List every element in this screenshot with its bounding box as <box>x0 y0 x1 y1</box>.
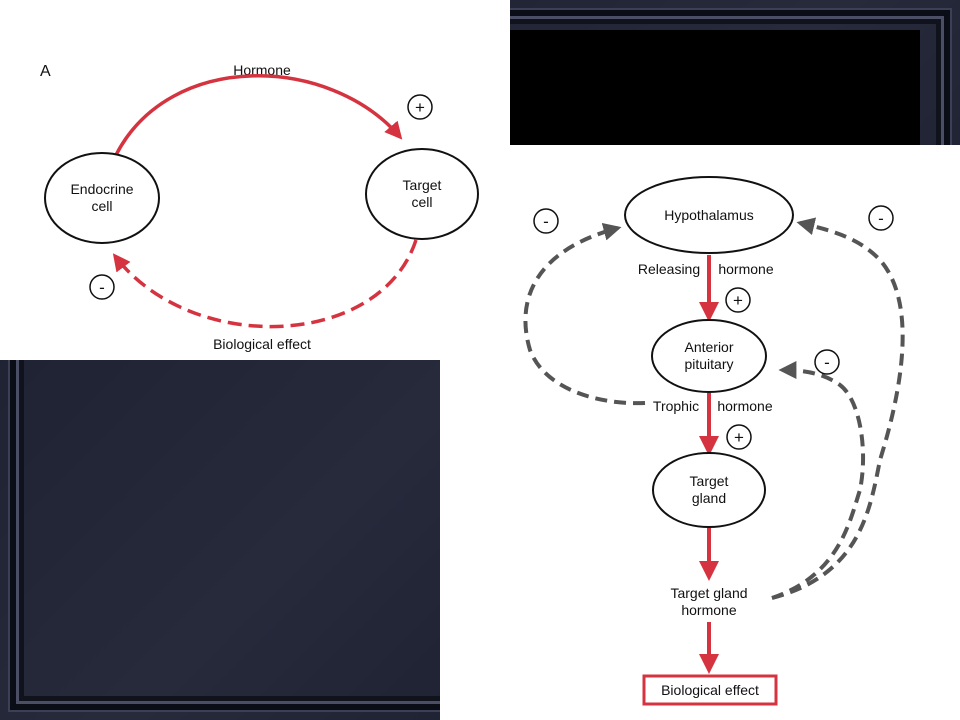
target-gland-line2: gland <box>692 490 726 506</box>
hypothalamus-node: Hypothalamus <box>624 176 794 254</box>
black-panel <box>510 30 920 145</box>
trophic-hormone-label: hormone <box>717 398 772 414</box>
plus-sign-a: + <box>415 98 425 117</box>
minus-badge-right-top: - <box>868 205 894 231</box>
hormone-arrow <box>114 74 403 156</box>
target-gland-line1: Target <box>690 473 729 489</box>
endocrine-cell-node: Endocrine cell <box>44 152 160 244</box>
minus-badge-a: - <box>89 274 115 300</box>
biological-effect-feedback-arrow <box>112 239 418 329</box>
target-cell-line1: Target <box>403 177 442 193</box>
biological-effect-label-b: Biological effect <box>661 682 759 698</box>
target-cell-node: Target cell <box>365 148 479 240</box>
endocrine-cell-line1: Endocrine <box>70 181 133 197</box>
feedback-pituitary-to-hypothalamus <box>523 222 646 406</box>
trophic-label: Trophic <box>653 398 699 414</box>
releasing-hormone-label: hormone <box>718 261 773 277</box>
hypothalamus-label: Hypothalamus <box>664 207 754 223</box>
plus-badge-releasing: + <box>725 287 751 313</box>
endocrine-cell-line2: cell <box>91 198 112 214</box>
minus-sign-a: - <box>99 278 105 297</box>
minus-badge-right-mid: - <box>814 349 840 375</box>
anterior-pituitary-line1: Anterior <box>684 339 733 355</box>
plus-badge-trophic: + <box>726 424 752 450</box>
feedback-target-hormone-to-hypothalamus <box>771 217 905 600</box>
target-gland-hormone-line2: hormone <box>681 602 736 618</box>
minus-badge-left: - <box>533 208 559 234</box>
panel-label-a: A <box>40 63 51 80</box>
target-gland-hormone-line1: Target gland <box>670 585 747 601</box>
target-gland-node: Target gland <box>652 452 766 528</box>
plus-badge-a: + <box>407 94 433 120</box>
minus-sign-right-mid: - <box>824 353 830 372</box>
feedback-target-hormone-to-pituitary <box>771 361 866 600</box>
biological-effect-label-a: Biological effect <box>213 336 311 352</box>
minus-sign-right-top: - <box>878 209 884 228</box>
biological-effect-box: Biological effect <box>642 674 778 706</box>
target-cell-line2: cell <box>411 194 432 210</box>
minus-sign-left: - <box>543 212 549 231</box>
plus-sign-trophic: + <box>734 428 744 447</box>
plus-sign-releasing: + <box>733 291 743 310</box>
releasing-label: Releasing <box>638 261 700 277</box>
hormone-label: Hormone <box>233 62 291 78</box>
anterior-pituitary-node: Anterior pituitary <box>651 319 767 393</box>
anterior-pituitary-line2: pituitary <box>684 356 733 372</box>
